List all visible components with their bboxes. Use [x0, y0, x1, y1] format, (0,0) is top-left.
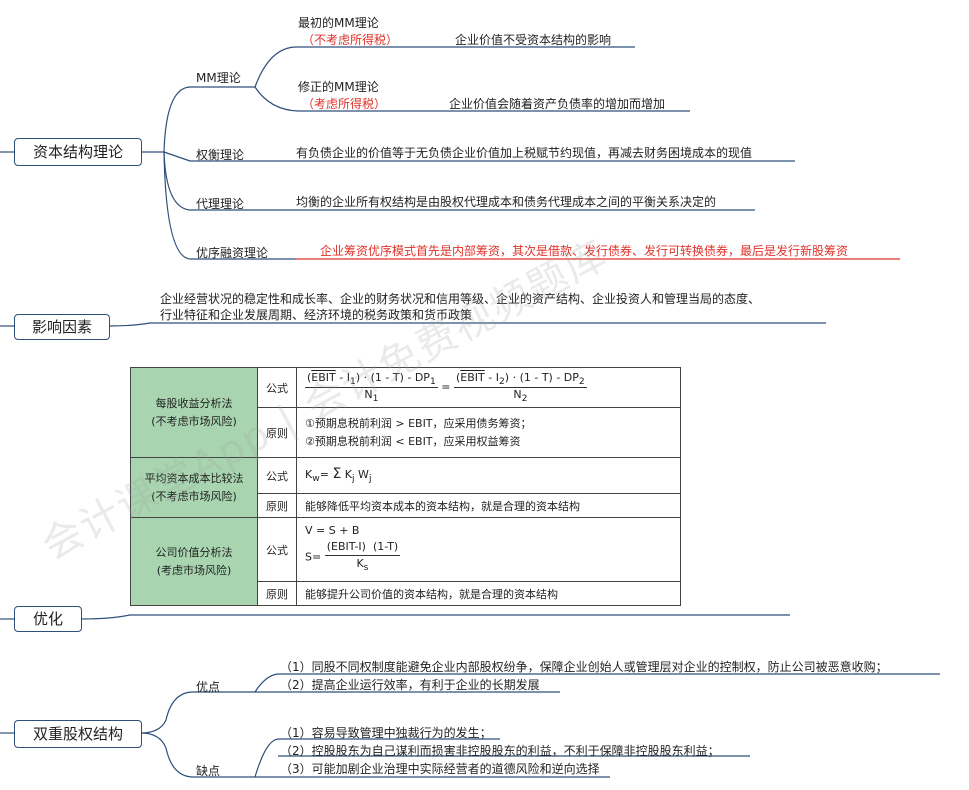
wacc-principle-label: 原则	[257, 493, 297, 518]
pecking-order-desc: 企业筹资优序模式首先是内部筹资，其次是借款、发行债券、发行可转换债券，最后是发行…	[320, 244, 849, 258]
influence-line-1: 企业经营状况的稳定性和成长率、企业的财务状况和信用等级、企业的资产结构、企业投资…	[160, 292, 761, 306]
wacc-principle: 能够降低平均资本成本的资本结构，就是合理的资本结构	[296, 493, 681, 518]
original-mm-note: （不考虑所得税）	[302, 33, 399, 47]
value-principle-label: 原则	[257, 581, 297, 606]
value-method-name: 公司价值分析法	[155, 545, 233, 559]
agency-theory-desc: 均衡的企业所有权结构是由股权代理成本和债务代理成本之间的平衡关系决定的	[296, 195, 717, 209]
pros-label[interactable]: 优点	[196, 680, 221, 694]
wacc-method-cell: 平均资本成本比较法 (不考虑市场风险)	[130, 457, 258, 518]
value-method-cell: 公司价值分析法 (考虑市场风险)	[130, 517, 258, 606]
pecking-order-label[interactable]: 优序融资理论	[196, 246, 269, 260]
pros-item-2: （2）提高企业运行效率，有利于企业的长期发展	[280, 678, 540, 692]
capital-theory-node[interactable]: 资本结构理论	[14, 138, 142, 166]
value-formula-2: S= (EBIT-I) (1-T)Ks	[305, 539, 401, 574]
wacc-method-risk: (不考虑市场风险)	[151, 489, 237, 503]
value-formula-1: V = S + B	[305, 523, 360, 537]
eps-principle-2: ②预期息税前利润 < EBIT，应采用权益筹资	[305, 434, 521, 448]
influence-node[interactable]: 影响因素	[14, 314, 110, 340]
value-principle: 能够提升公司价值的资本结构，就是合理的资本结构	[296, 581, 681, 606]
eps-method-risk: (不考虑市场风险)	[151, 414, 237, 428]
cons-item-1: （1）容易导致管理中独裁行为的发生；	[280, 726, 492, 740]
revised-mm-title: 修正的MM理论	[298, 80, 379, 94]
tradeoff-theory-label[interactable]: 权衡理论	[196, 148, 245, 162]
value-formula-label: 公式	[257, 517, 297, 582]
original-mm-desc: 企业价值不受资本结构的影响	[455, 33, 612, 47]
optimize-node[interactable]: 优化	[14, 606, 82, 632]
revised-mm-note: （考虑所得税）	[302, 97, 387, 111]
eps-principle-1: ①预期息税前利润 > EBIT，应采用债务筹资；	[305, 416, 532, 430]
capital-structure-methods-table: 每股收益分析法 (不考虑市场风险) 公式 (EBIT - I1) · (1 - …	[130, 367, 681, 606]
value-formula: V = S + B S= (EBIT-I) (1-T)Ks	[296, 517, 681, 582]
original-mm-title: 最初的MM理论	[298, 16, 379, 30]
mm-theory-label[interactable]: MM理论	[196, 71, 241, 85]
eps-principle: ①预期息税前利润 > EBIT，应采用债务筹资； ②预期息税前利润 < EBIT…	[296, 407, 681, 458]
wacc-method-name: 平均资本成本比较法	[144, 471, 244, 485]
pros-item-1: （1）同股不同权制度能避免企业内部股权纷争，保障企业创始人或管理层对企业的控制权…	[280, 660, 888, 674]
wacc-formula: Kw= Σ Kj Wj	[296, 457, 681, 494]
tradeoff-theory-desc: 有负债企业的价值等于无负债企业价值加上税赋节约现值，再减去财务困境成本的现值	[296, 146, 753, 160]
agency-theory-label[interactable]: 代理理论	[196, 197, 245, 211]
revised-mm-desc: 企业价值会随着资产负债率的增加而增加	[449, 97, 666, 111]
cons-item-3: （3）可能加剧企业治理中实际经营者的道德风险和逆向选择	[280, 762, 600, 776]
wacc-formula-label: 公式	[257, 457, 297, 494]
dual-equity-node[interactable]: 双重股权结构	[14, 720, 142, 748]
eps-formula-label: 公式	[257, 367, 297, 408]
influence-line-2: 行业特征和企业发展周期、经济环境的税务政策和货币政策	[160, 308, 473, 322]
cons-item-2: （2）控股股东为自己谋利而损害非控股股东的利益，不利于保障非控股股东利益；	[280, 744, 720, 758]
value-method-risk: (考虑市场风险)	[156, 563, 232, 577]
eps-method-cell: 每股收益分析法 (不考虑市场风险)	[130, 367, 258, 458]
eps-method-name: 每股收益分析法	[155, 396, 233, 410]
cons-label[interactable]: 缺点	[196, 764, 221, 778]
